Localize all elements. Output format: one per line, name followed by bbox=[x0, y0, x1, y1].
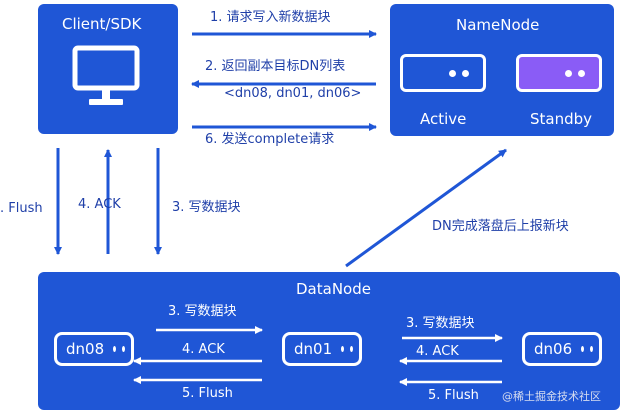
status-dot bbox=[590, 346, 593, 352]
dn-ack-label-1: 4. ACK bbox=[182, 342, 225, 357]
status-dot bbox=[462, 69, 469, 77]
namenode-title: NameNode bbox=[456, 16, 540, 34]
datanode-title: DataNode bbox=[296, 280, 371, 298]
datanode-card-dn08: dn08 bbox=[54, 332, 134, 366]
step2-label: 2. 返回副本目标DN列表 bbox=[205, 59, 346, 74]
report-label: DN完成落盘后上报新块 bbox=[432, 219, 569, 234]
client-sdk-title: Client/SDK bbox=[62, 15, 142, 33]
status-dot bbox=[565, 69, 572, 77]
namenode-active-label: Active bbox=[420, 110, 467, 128]
namenode-standby-card bbox=[516, 54, 602, 92]
datanode-card-dn01: dn01 bbox=[282, 332, 362, 366]
datanode-name: dn01 bbox=[294, 340, 333, 358]
datanode-name: dn06 bbox=[534, 340, 573, 358]
status-dot bbox=[581, 346, 585, 352]
status-dot bbox=[341, 346, 345, 352]
arrow-report bbox=[345, 148, 507, 268]
step1-label: 1. 请求写入新数据块 bbox=[210, 10, 331, 25]
dn-flush-label-2: 5. Flush bbox=[428, 388, 479, 403]
dn-write-label-1: 3. 写数据块 bbox=[168, 304, 237, 319]
datanode-box: DataNode dn08 dn01 dn06 3. 写数据块 4. ACK 5… bbox=[38, 272, 620, 410]
write-left-label: 3. 写数据块 bbox=[172, 200, 241, 215]
status-dot bbox=[578, 69, 585, 77]
watermark: @稀土掘金技术社区 bbox=[502, 390, 601, 403]
step6-label: 6. 发送complete请求 bbox=[205, 132, 335, 147]
monitor-icon bbox=[72, 45, 140, 105]
flush-left-label: . Flush bbox=[0, 201, 43, 216]
datanode-card-dn06: dn06 bbox=[522, 332, 602, 366]
status-dot bbox=[113, 346, 117, 352]
client-sdk-box: Client/SDK bbox=[38, 4, 178, 134]
namenode-active-card bbox=[400, 54, 486, 92]
status-dot bbox=[122, 346, 125, 352]
ack-left-label: 4. ACK bbox=[78, 197, 121, 212]
dn-ack-label-2: 4. ACK bbox=[416, 344, 459, 359]
datanode-name: dn08 bbox=[66, 340, 105, 358]
namenode-box: NameNode Active Standby bbox=[390, 4, 614, 136]
dn-flush-label-1: 5. Flush bbox=[182, 386, 233, 401]
status-dot bbox=[350, 346, 353, 352]
step2-list-label: <dn08, dn01, dn06> bbox=[224, 86, 362, 101]
dn-write-label-2: 3. 写数据块 bbox=[406, 316, 475, 331]
status-dot bbox=[449, 69, 456, 77]
namenode-standby-label: Standby bbox=[530, 110, 593, 128]
